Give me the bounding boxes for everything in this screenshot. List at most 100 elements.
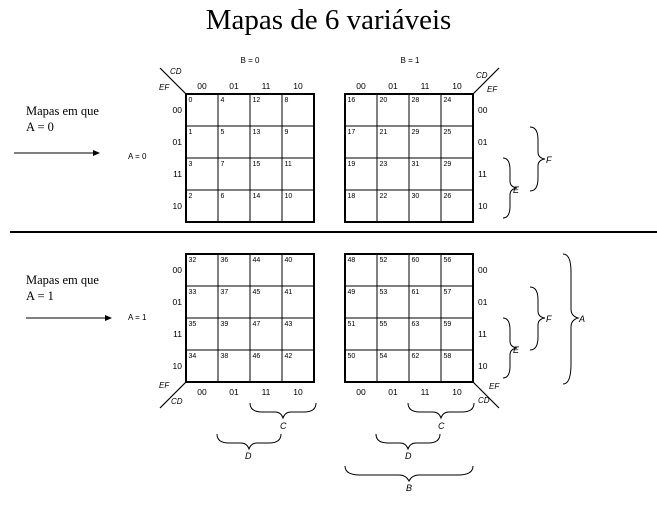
kmap-cell-number: 39 bbox=[221, 321, 229, 328]
kmap-row-label: 10 bbox=[173, 201, 183, 211]
kmap-row-label: 01 bbox=[173, 137, 183, 147]
kmap-row-label: 11 bbox=[478, 329, 487, 339]
kmap-cell-number: 53 bbox=[380, 289, 388, 296]
kmap-cell-number: 49 bbox=[348, 289, 356, 296]
kmap-row-label: 01 bbox=[173, 297, 183, 307]
kmap-cell-number: 11 bbox=[285, 161, 292, 168]
label-c-right: C bbox=[438, 421, 445, 431]
arrow-a0-head bbox=[93, 150, 100, 156]
label-c-left: C bbox=[280, 421, 287, 431]
kmap-cell-number: 22 bbox=[380, 193, 388, 200]
kmap-cell-number: 41 bbox=[285, 289, 293, 296]
label-b0: B = 0 bbox=[241, 56, 260, 65]
brace-c-left bbox=[249, 402, 317, 420]
kmap-row-label: 00 bbox=[478, 265, 488, 275]
kmap-col-label: 00 bbox=[197, 81, 207, 91]
kmap-cell-number: 62 bbox=[412, 353, 420, 360]
kmap-col-label: 00 bbox=[197, 387, 207, 397]
kmap-cell-number: 50 bbox=[348, 353, 356, 360]
kmap-cell-number: 14 bbox=[253, 193, 261, 200]
note-a1: Mapas em que A = 1 bbox=[26, 272, 99, 304]
kmap-cell-number: 46 bbox=[253, 353, 261, 360]
label-a1: A = 1 bbox=[128, 313, 147, 322]
kmap-cell-number: 59 bbox=[444, 321, 452, 328]
kmap-col-label: 11 bbox=[262, 387, 271, 397]
kmap-row-label: 10 bbox=[173, 361, 183, 371]
kmap-cell-number: 61 bbox=[412, 289, 420, 296]
kmap-cell-number: 23 bbox=[380, 161, 388, 168]
diagram-annotations bbox=[14, 126, 580, 483]
kmap-col-label: 01 bbox=[388, 387, 398, 397]
kmap-cell-number: 55 bbox=[380, 321, 388, 328]
kmap-row-label: 10 bbox=[478, 201, 488, 211]
kmap-col-label: 01 bbox=[229, 387, 239, 397]
label-a0: A = 0 bbox=[128, 152, 147, 161]
kmap-row-label: 00 bbox=[173, 265, 183, 275]
kmap-cell-number: 45 bbox=[253, 289, 261, 296]
label-e-bottom: E bbox=[513, 345, 520, 355]
kmap-cd-label: CD bbox=[478, 396, 490, 405]
kmap-cell-number: 60 bbox=[412, 257, 420, 264]
kmap-cell-number: 52 bbox=[380, 257, 388, 264]
note-a1-line2: A = 1 bbox=[26, 289, 54, 303]
note-a0: Mapas em que A = 0 bbox=[26, 103, 99, 135]
note-a1-line1: Mapas em que bbox=[26, 273, 99, 287]
kmap-cd-label: CD bbox=[170, 67, 182, 76]
kmap-cell-number: 32 bbox=[189, 257, 197, 264]
kmap-cell-number: 38 bbox=[221, 353, 229, 360]
kmap-cell-number: 9 bbox=[285, 129, 289, 136]
note-a0-line2: A = 0 bbox=[26, 120, 54, 134]
kmap-corner-diagonal bbox=[159, 67, 187, 95]
kmap-ef-label: EF bbox=[159, 83, 170, 92]
kmap-cell-number: 63 bbox=[412, 321, 420, 328]
kmap-cell-number: 48 bbox=[348, 257, 356, 264]
brace-f-bottom bbox=[529, 286, 546, 351]
page-title: Mapas de 6 variáveis bbox=[205, 4, 452, 36]
kmap-cell-number: 44 bbox=[253, 257, 261, 264]
kmap-cell-number: 4 bbox=[221, 97, 225, 104]
kmap-corner-diagonal bbox=[159, 381, 187, 409]
label-d-left: D bbox=[245, 451, 252, 461]
kmap-cd-label: CD bbox=[171, 397, 183, 406]
kmap-col-label: 01 bbox=[388, 81, 398, 91]
note-a0-line1: Mapas em que bbox=[26, 104, 99, 118]
kmap-corner-diagonal bbox=[472, 381, 500, 409]
kmap-cell-number: 7 bbox=[221, 161, 225, 168]
kmap-col-label: 00 bbox=[356, 81, 366, 91]
kmap-cell-number: 16 bbox=[348, 97, 356, 104]
kmap-cell-number: 58 bbox=[444, 353, 452, 360]
kmap-cell-number: 42 bbox=[285, 353, 293, 360]
kmap-col-label: 11 bbox=[421, 81, 430, 91]
kmap-row-label: 00 bbox=[173, 105, 183, 115]
kmap-cell-number: 12 bbox=[253, 97, 261, 104]
kmap-col-label: 10 bbox=[293, 387, 303, 397]
kmap-cell-number: 3 bbox=[189, 161, 193, 168]
kmap-cell-number: 1 bbox=[189, 129, 193, 136]
kmap-cell-number: 5 bbox=[221, 129, 225, 136]
kmap-cell-number: 26 bbox=[444, 193, 452, 200]
kmap-cell-number: 43 bbox=[285, 321, 293, 328]
diagram-labels: B = 0 B = 1 A = 0 A = 1 F E F E A C C D … bbox=[128, 56, 585, 493]
kmap-row-label: 01 bbox=[478, 137, 488, 147]
kmap-col-label: 10 bbox=[293, 81, 303, 91]
kmap-col-label: 01 bbox=[229, 81, 239, 91]
label-a-brace: A bbox=[578, 314, 585, 324]
kmap-cell-number: 47 bbox=[253, 321, 261, 328]
kmap-row-label: 01 bbox=[478, 297, 488, 307]
kmap-row-label: 10 bbox=[478, 361, 488, 371]
kmap-ef-label: EF bbox=[487, 85, 498, 94]
kmap-cell-number: 37 bbox=[221, 289, 229, 296]
kmap-cell-number: 6 bbox=[221, 193, 225, 200]
kmap-ef-label: EF bbox=[159, 381, 170, 390]
kmap-cell-number: 33 bbox=[189, 289, 197, 296]
kmap-cell-number: 35 bbox=[189, 321, 197, 328]
kmap-col-label: 11 bbox=[421, 387, 430, 397]
kmap-cell-number: 40 bbox=[285, 257, 293, 264]
label-f-top: F bbox=[546, 155, 552, 165]
brace-c-right bbox=[407, 402, 475, 420]
kmap-cell-number: 10 bbox=[285, 193, 293, 200]
brace-e-top bbox=[502, 157, 518, 219]
kmap-cell-number: 8 bbox=[285, 97, 289, 104]
